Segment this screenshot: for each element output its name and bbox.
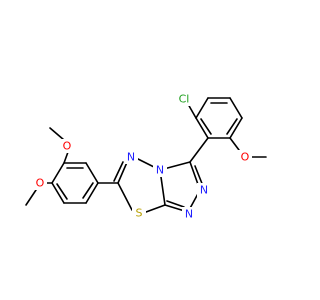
oxygen-atom-mid-left: O — [36, 177, 45, 190]
bond — [25, 189, 37, 206]
molecule-structure: Cl O O O N N N N S — [25, 92, 267, 221]
label-bg — [182, 207, 196, 221]
nitrogen-atom-imine: N — [127, 151, 135, 164]
molecule-canvas: Cl O O O N N N N S — [25, 92, 267, 221]
bond — [82, 182, 94, 199]
bond — [187, 103, 197, 119]
bond — [189, 137, 209, 163]
nitrogen-atom-right: N — [200, 184, 208, 197]
bond — [113, 161, 124, 182]
label-bg — [60, 139, 74, 153]
bond — [63, 151, 69, 164]
bond — [49, 127, 65, 141]
nitrogen-atom-bottom: N — [185, 208, 193, 221]
bond — [56, 183, 68, 200]
bond — [229, 137, 240, 151]
bond — [145, 204, 166, 213]
atom-label-layer: Cl O O O N N N N S — [33, 92, 252, 221]
label-bg — [132, 206, 146, 220]
label-bg — [33, 176, 47, 190]
oxygen-atom-top-left: O — [63, 140, 72, 153]
bond-layer — [25, 97, 267, 213]
bond — [117, 182, 133, 211]
bond — [229, 117, 243, 139]
bond — [226, 118, 238, 135]
label-bg — [238, 150, 252, 164]
bond — [229, 97, 243, 119]
bond — [194, 165, 204, 187]
bond — [85, 162, 99, 184]
bond — [195, 117, 209, 139]
bond — [200, 118, 212, 135]
bond — [51, 162, 65, 184]
bond — [166, 200, 185, 208]
label-bg — [176, 92, 194, 106]
nitrogen-atom-bridge: N — [156, 164, 164, 177]
chlorine-atom: Cl — [179, 93, 190, 106]
sulfur-atom: S — [136, 207, 143, 220]
oxygen-atom-right: O — [241, 151, 250, 164]
label-bg — [124, 150, 138, 164]
bond — [195, 97, 209, 119]
bond — [51, 182, 65, 204]
label-bg — [197, 183, 211, 197]
bond — [85, 182, 99, 204]
label-bg — [153, 163, 167, 177]
